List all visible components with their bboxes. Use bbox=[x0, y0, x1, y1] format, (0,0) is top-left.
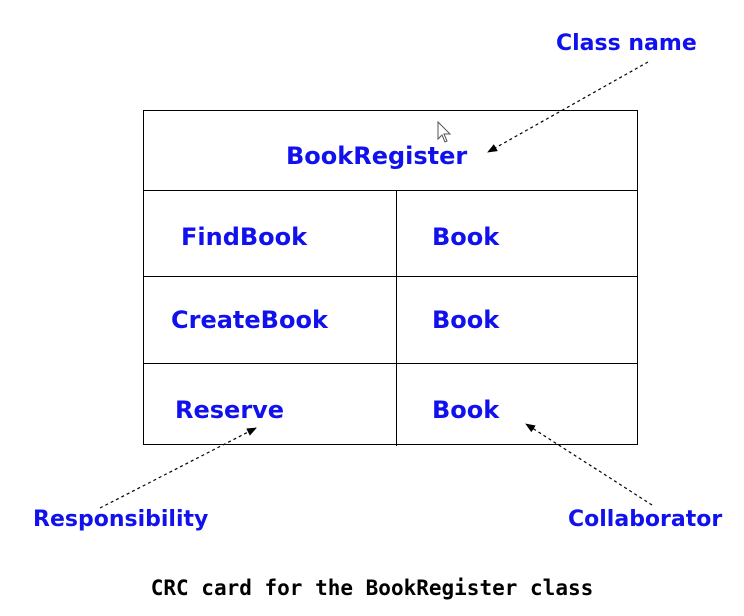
responsibility-row: FindBook Book bbox=[144, 191, 637, 277]
collaborator-text: Book bbox=[432, 396, 500, 424]
class-name-row: BookRegister bbox=[144, 111, 637, 191]
collaborator-arrow bbox=[525, 423, 653, 506]
class-name-annotation: Class name bbox=[556, 31, 697, 56]
collaborator-text: Book bbox=[432, 306, 500, 334]
responsibility-row: CreateBook Book bbox=[144, 277, 637, 364]
figure-caption: CRC card for the BookRegister class bbox=[150, 576, 594, 600]
collaborator-text: Book bbox=[432, 223, 500, 251]
responsibility-text: FindBook bbox=[181, 223, 308, 251]
mouse-pointer-icon bbox=[437, 121, 452, 143]
column-divider bbox=[396, 191, 397, 446]
responsibility-text: Reserve bbox=[175, 396, 285, 424]
responsibility-text: CreateBook bbox=[171, 306, 328, 334]
class-name-arrow bbox=[487, 61, 649, 153]
responsibility-row: Reserve Book bbox=[144, 364, 637, 446]
crc-card: BookRegister FindBook Book CreateBook Bo… bbox=[143, 110, 638, 446]
collaborator-annotation: Collaborator bbox=[568, 507, 723, 532]
responsibility-annotation: Responsibility bbox=[33, 507, 209, 532]
responsibility-arrow bbox=[99, 427, 257, 509]
class-name-text: BookRegister bbox=[286, 142, 468, 170]
